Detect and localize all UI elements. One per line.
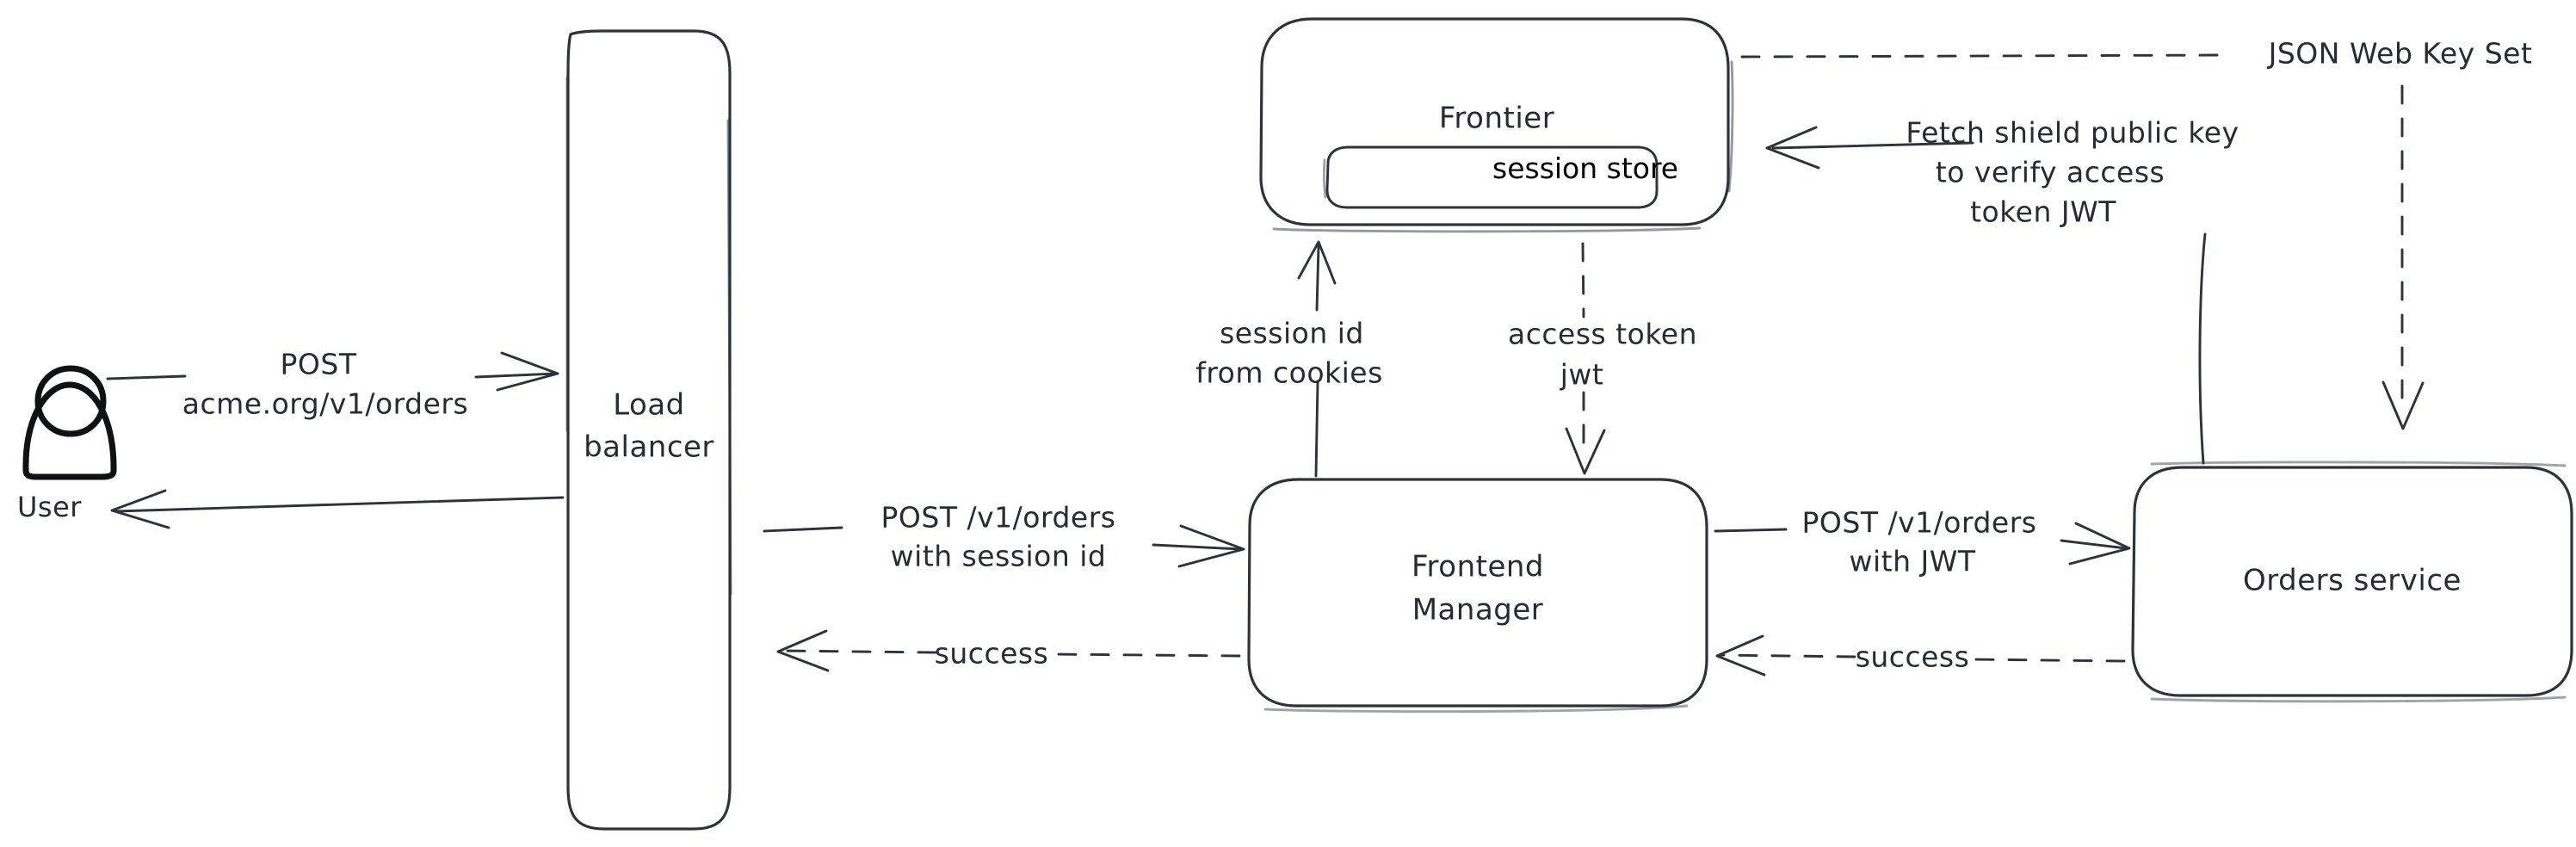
orders-service-label: Orders service bbox=[2243, 564, 2462, 598]
edge-label-with-jwt: with JWT bbox=[1849, 545, 1975, 578]
node-session-store[interactable]: session store bbox=[1322, 145, 1678, 209]
load-balancer-label-line2: balancer bbox=[584, 430, 714, 465]
edge-label-from-cookies: from cookies bbox=[1195, 356, 1383, 390]
user-label: User bbox=[17, 491, 82, 523]
edge-label-success-lb: success bbox=[935, 637, 1049, 671]
node-load-balancer[interactable]: Load balancer bbox=[565, 29, 732, 831]
edge-load-balancer-to-frontend-manager: POST /v1/orders with session id bbox=[763, 501, 1245, 573]
edge-frontend-manager-to-frontier: session id from cookies bbox=[1195, 240, 1383, 478]
edge-label-with-session-id: with session id bbox=[891, 540, 1107, 573]
edge-label-post-url: acme.org/v1/orders bbox=[182, 387, 468, 421]
edge-label-post: POST bbox=[281, 348, 357, 381]
node-frontend-manager[interactable]: Frontend Manager bbox=[1247, 478, 1708, 714]
load-balancer-label-line1: Load bbox=[613, 388, 685, 423]
edge-orders-service-to-frontier: Fetch shield public key to verify access… bbox=[1765, 116, 2239, 465]
edge-label-fetch-shield-key: Fetch shield public key bbox=[1906, 116, 2239, 150]
edge-label-access-token: access token bbox=[1508, 318, 1697, 351]
edge-label-success-orders: success bbox=[1856, 640, 1970, 674]
edge-frontier-to-frontend-manager: access token jwt bbox=[1508, 242, 1697, 475]
node-user[interactable]: User bbox=[17, 365, 117, 523]
frontier-label: Frontier bbox=[1439, 102, 1554, 136]
edge-label-to-verify-access: to verify access bbox=[1936, 156, 2165, 189]
edge-load-balancer-to-user bbox=[110, 489, 565, 529]
node-frontier[interactable]: Frontier session store bbox=[1259, 17, 1734, 233]
user-icon bbox=[22, 365, 117, 480]
edge-user-to-load-balancer: POST acme.org/v1/orders bbox=[106, 348, 559, 421]
edge-orders-service-to-frontend-manager: success bbox=[1715, 634, 2126, 677]
session-store-label: session store bbox=[1492, 151, 1678, 185]
edge-label-jwks: JSON Web Key Set bbox=[2267, 37, 2533, 71]
frontend-manager-label-line2: Manager bbox=[1412, 593, 1544, 628]
edge-label-token-jwt: token JWT bbox=[1970, 195, 2116, 229]
edge-frontend-manager-to-load-balancer: success bbox=[776, 629, 1241, 672]
edge-label-post-v1-orders-jwt: POST /v1/orders bbox=[1802, 506, 2037, 540]
edge-label-session-id: session id bbox=[1220, 317, 1364, 350]
edge-frontier-to-orders-service: JSON Web Key Set bbox=[1740, 37, 2533, 430]
frontend-manager-label-line1: Frontend bbox=[1412, 550, 1544, 584]
edge-label-jwt: jwt bbox=[1560, 358, 1604, 392]
node-orders-service[interactable]: Orders service bbox=[2131, 461, 2573, 703]
edge-frontend-manager-to-orders-service: POST /v1/orders with JWT bbox=[1714, 506, 2131, 578]
edge-label-post-v1-orders: POST /v1/orders bbox=[881, 501, 1116, 535]
